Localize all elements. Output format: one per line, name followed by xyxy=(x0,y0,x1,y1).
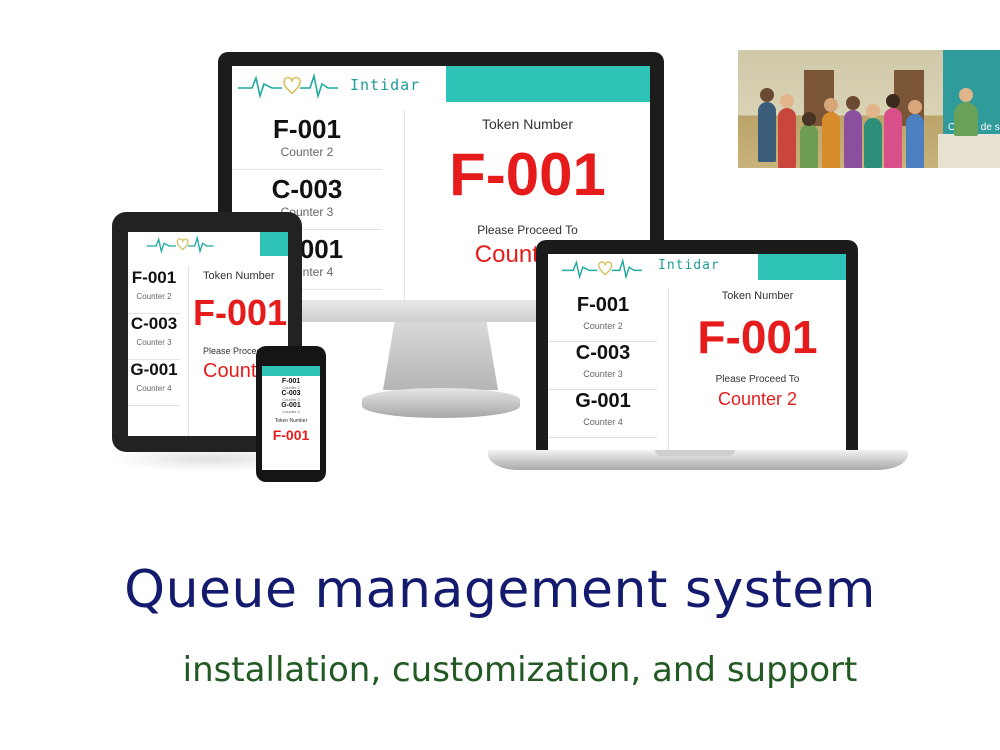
monitor-stand-neck xyxy=(383,322,498,390)
queue-item: C-003 Counter 3 xyxy=(128,314,180,360)
queue-list: F-001 Counter 2 C-003 Counter 3 G-001 Co… xyxy=(128,268,180,406)
proceed-label: Please Proceed To xyxy=(477,223,578,237)
smartphone: F-001 Counter 2 C-003 Counter 3 G-001 Co… xyxy=(256,346,326,482)
queue-list: F-001 Counter 2 C-003 Counter 3 G-001 Co… xyxy=(281,378,301,414)
token-label: Token Number xyxy=(481,116,574,132)
queue-list: F-001 Counter 2 C-003 Counter 3 G-001 Co… xyxy=(548,294,658,438)
queue-item: C-003 Counter 3 xyxy=(548,342,658,390)
token-panel: Token Number F-001 Please Proceed To Cou… xyxy=(188,266,288,436)
monitor-stand-base xyxy=(362,388,520,418)
phone-screen: F-001 Counter 2 C-003 Counter 3 G-001 Co… xyxy=(262,366,320,470)
queue-item: G-001 Counter 4 xyxy=(128,360,180,406)
tablet: F-001 Counter 2 C-003 Counter 3 G-001 Co… xyxy=(112,212,302,452)
screen-header xyxy=(128,232,288,256)
current-token: F-001 xyxy=(449,141,606,208)
screen-header: Intidar xyxy=(548,254,846,280)
page-title: Queue management system xyxy=(124,560,876,620)
queue-item: F-001 Counter 2 xyxy=(232,110,382,170)
heartbeat-logo-icon xyxy=(562,258,642,280)
laptop-notch xyxy=(655,450,735,456)
heartbeat-logo-icon xyxy=(238,72,338,100)
brand-name: Intidar xyxy=(350,76,421,94)
heartbeat-logo-icon xyxy=(146,235,214,254)
screen-header xyxy=(262,366,320,376)
laptop: Intidar F-001 Counter 2 C-003 Counter 3 … xyxy=(536,240,858,452)
monitor-screen: Intidar F-001 Counter 2 C-003 Counter 3 … xyxy=(232,66,650,309)
laptop-screen: Intidar F-001 Counter 2 C-003 Counter 3 … xyxy=(548,254,846,452)
screen-header: Intidar xyxy=(232,66,650,102)
queue-item: G-001 Counter 4 xyxy=(548,390,658,438)
page-subtitle: installation, customization, and support xyxy=(182,650,858,690)
token-panel: Token Number F-001 Please Proceed To Cou… xyxy=(668,288,846,452)
queue-item: F-001 Counter 2 xyxy=(548,294,658,342)
laptop-base xyxy=(488,450,908,470)
queue-item: F-001 Counter 2 xyxy=(128,268,180,314)
waiting-room-photo: Centre de sa xyxy=(738,50,1000,168)
brand-name: Intidar xyxy=(658,258,720,273)
desktop-monitor: Intidar F-001 Counter 2 C-003 Counter 3 … xyxy=(218,52,664,322)
